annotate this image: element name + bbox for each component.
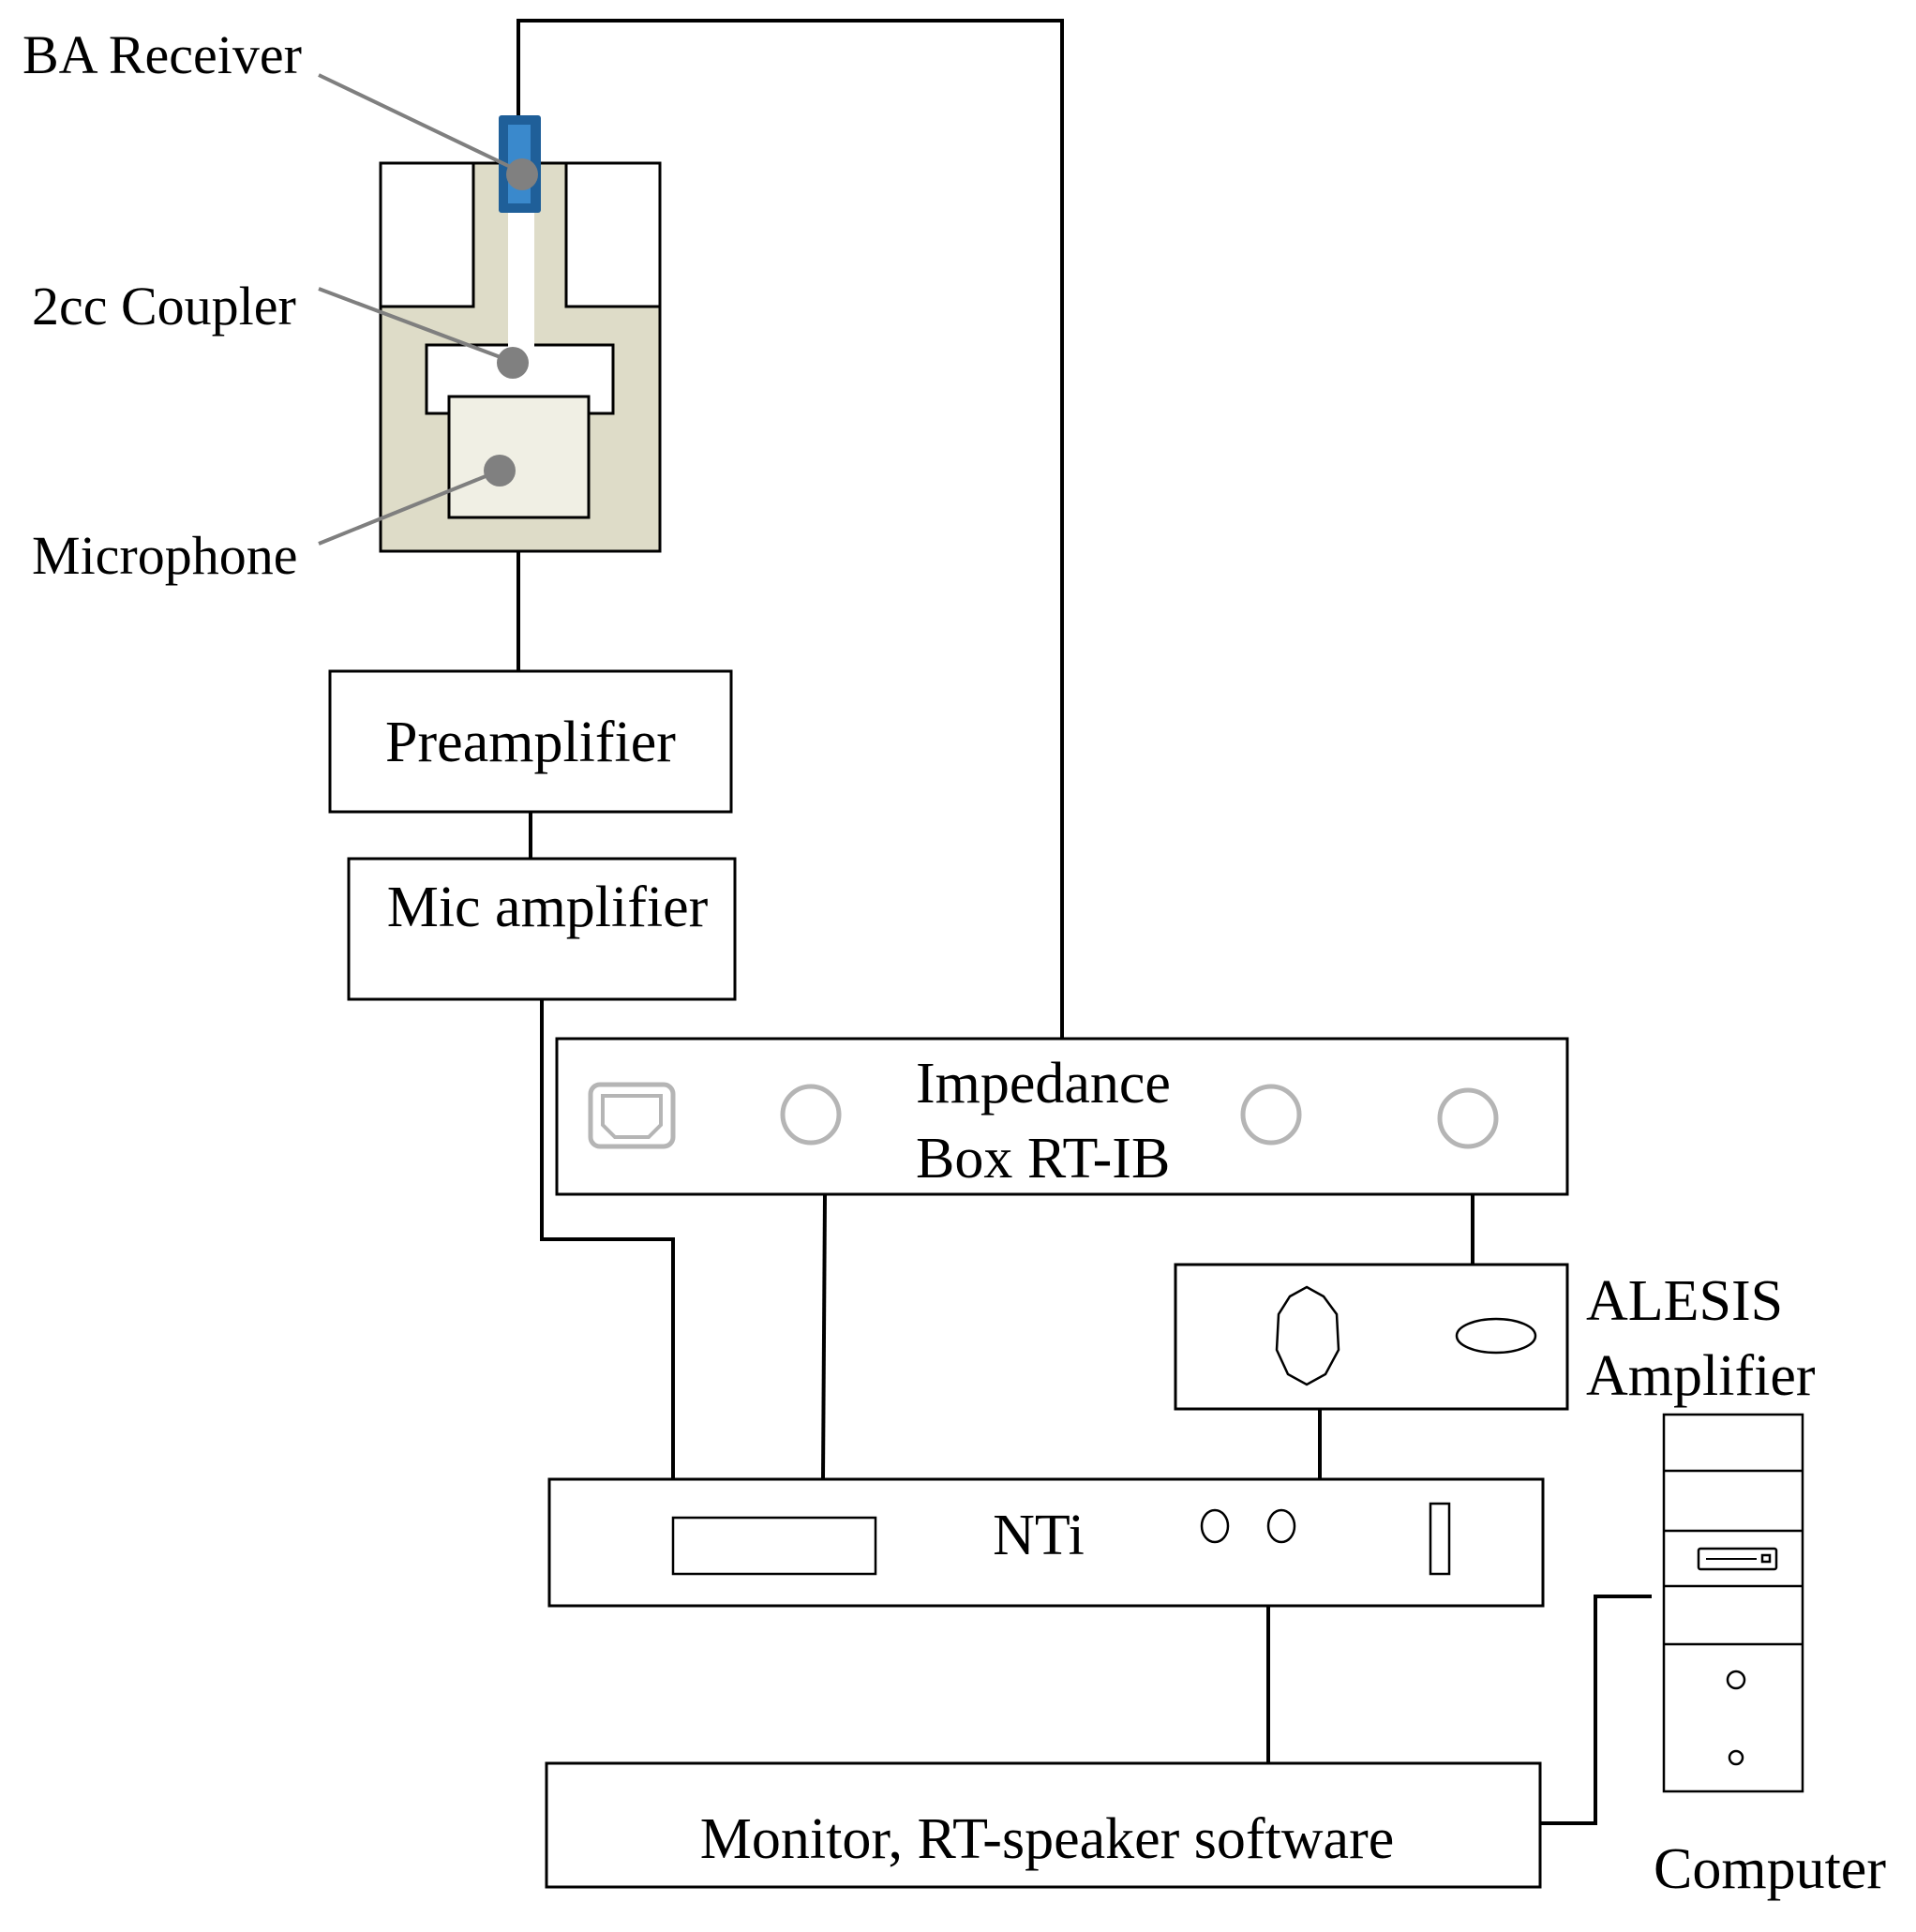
- alesis-amplifier-knob: [1275, 1285, 1340, 1386]
- impedance-box-jack-3: [1437, 1087, 1499, 1149]
- wires: [516, 19, 1652, 1825]
- nti-label: NTi: [993, 1504, 1085, 1567]
- impedance-box-jack-2: [1240, 1084, 1302, 1146]
- impedance-box-label-line1: Impedance: [916, 1052, 1171, 1116]
- ba-receiver-label: BA Receiver: [22, 24, 302, 85]
- computer-power-button: [1726, 1670, 1746, 1690]
- computer-frame: [1662, 1413, 1804, 1793]
- wire-receiver-to-impedance-box: [516, 19, 1064, 1039]
- wire-monitor-to-computer: [1540, 1595, 1652, 1825]
- nti-knob-1: [1200, 1508, 1230, 1544]
- nti-display: [671, 1516, 877, 1576]
- computer-tower: Computer: [1654, 1413, 1886, 1901]
- coupler-tube: [508, 206, 534, 358]
- monitor-label: Monitor, RT-speaker software: [700, 1807, 1395, 1871]
- mic-amplifier-frame: [347, 857, 737, 1001]
- coupler-top-left-cutout: [379, 161, 475, 308]
- preamplifier-label: Preamplifier: [385, 711, 676, 774]
- alesis-amplifier-label-line2: Amplifier: [1586, 1344, 1816, 1408]
- ba-receiver-marker: [506, 158, 538, 190]
- alesis-amplifier-switch: [1455, 1317, 1537, 1355]
- preamplifier-frame: [328, 669, 733, 814]
- coupler-top-right-cutout: [564, 161, 662, 308]
- wire-impedance-box-to-nti: [821, 1193, 827, 1480]
- impedance-box-port-inner: [601, 1094, 663, 1139]
- alesis-amplifier-frame: [1174, 1263, 1569, 1411]
- mic-amplifier-box: Mic amplifier: [347, 857, 737, 1001]
- coupler-assembly: [379, 115, 662, 553]
- microphone-leader: [318, 469, 501, 546]
- impedance-box-label-line2: Box RT-IB: [916, 1127, 1170, 1191]
- ba-receiver-leader: [318, 73, 523, 174]
- impedance-box-jack-1: [780, 1084, 842, 1146]
- preamplifier-box: Preamplifier: [328, 669, 733, 814]
- nti-knob-2: [1266, 1508, 1296, 1544]
- monitor-box: Monitor, RT-speaker software: [545, 1761, 1542, 1889]
- impedance-box-frame: [555, 1037, 1569, 1196]
- monitor-frame: [545, 1761, 1542, 1889]
- coupler-label: 2cc Coupler: [32, 276, 296, 337]
- computer-drive-led: [1760, 1553, 1772, 1564]
- impedance-box: Impedance Box RT-IB: [555, 1037, 1569, 1196]
- microphone-marker: [484, 455, 516, 487]
- alesis-amplifier-box: ALESIS Amplifier: [1174, 1263, 1816, 1411]
- coupler-leader: [318, 287, 514, 364]
- nti-box: NTi: [547, 1477, 1545, 1608]
- computer-reset-button: [1728, 1749, 1744, 1766]
- nti-slot: [1429, 1502, 1451, 1576]
- alesis-amplifier-label-line1: ALESIS: [1586, 1269, 1783, 1333]
- coupler-marker: [497, 347, 529, 379]
- computer-label: Computer: [1654, 1837, 1886, 1901]
- mic-amplifier-label: Mic amplifier: [387, 876, 709, 939]
- wire-mic-amplifier-to-nti: [540, 999, 675, 1479]
- microphone-housing: [447, 395, 591, 519]
- microphone-label: Microphone: [32, 525, 298, 586]
- callouts: BA Receiver 2cc Coupler Microphone: [22, 24, 538, 586]
